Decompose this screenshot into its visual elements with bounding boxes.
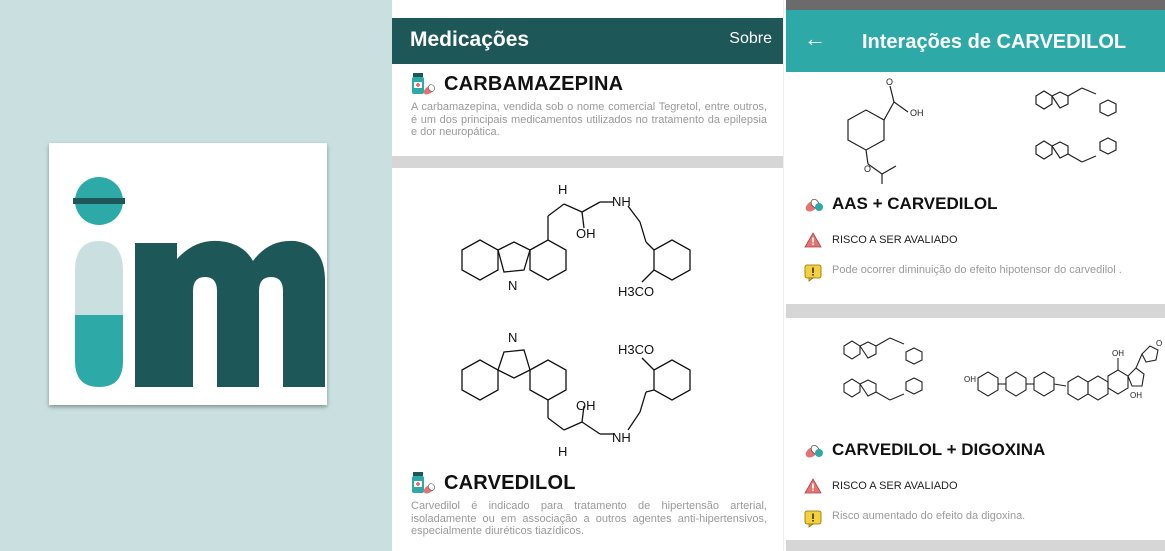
interaction-name: AAS + CARVEDILOL [832,194,998,213]
list-divider [786,540,1165,551]
structure-label-o: O [886,77,893,87]
note-icon [804,264,822,282]
aas-carvedilol-structure-image: OH O O [847,77,1117,184]
medicine-bottle-icon [412,73,435,95]
app-bar: Medicações Sobre [392,18,783,64]
warning-icon [804,478,822,494]
letter-m-shape [135,240,325,387]
arrow-left-icon[interactable]: ← [804,26,826,51]
screen-title: Interações de CARVEDILOL [862,31,1127,53]
medication-name: CARBAMAZEPINA [444,72,624,95]
medications-screen: Medicações Sobre CARBAMAZEPINA A carbama… [392,0,784,551]
interaction-note: Risco aumentado do efeito da digoxina. [832,510,1026,522]
status-bar [786,0,1165,10]
structure-label-h-bottom: H [558,444,567,459]
carvedilol-digoxina-structure-image: OH OH OH O [843,337,1162,401]
screen-title: Medicações [410,28,530,51]
structure-label-methoxy-bottom: H3CO [618,342,654,357]
note-row: Risco aumentado do efeito da digoxina. [804,510,1149,528]
structure-label-oh: OH [576,226,596,241]
structure-label-oh-bottom: OH [576,398,596,413]
medication-description: Carvedilol é indicado para tratamento de… [411,500,767,537]
interaction-item-aas-carvedilol[interactable]: AAS + CARVEDILOL [804,194,997,214]
interaction-item-carvedilol-digoxina[interactable]: CARVEDILOL + DIGOXINA [804,440,1045,460]
note-icon [804,510,822,528]
structure-label-n: N [508,278,517,293]
capsule-top [75,241,123,315]
risk-row: RISCO A SER AVALIADO [804,232,958,248]
about-button[interactable]: Sobre [729,30,772,47]
im-logo-icon [73,177,325,387]
structure-label-oh-3: OH [964,375,976,384]
capsules-icon [805,444,823,458]
risk-label: RISCO A SER AVALIADO [832,234,958,246]
structure-label-oh: OH [910,108,924,118]
medicine-bottle-icon [412,472,435,494]
carvedilol-structure-image: H NH OH H3CO N N H3CO OH NH H [461,182,691,459]
note-row: Pode ocorrer diminuição do efeito hipote… [804,264,1149,282]
structure-label-o-ester: O [864,164,871,174]
list-divider [392,156,783,168]
warning-icon [804,232,822,248]
pill-dot-line [73,198,125,204]
structure-label-n-bottom: N [508,330,517,345]
structure-label-h: H [558,182,567,197]
structure-label-o: O [1156,339,1162,348]
medication-item-carbamazepina[interactable]: CARBAMAZEPINA [410,72,623,96]
medication-description: A carbamazepina, vendida sob o nome come… [411,101,767,138]
capsules-icon [805,198,823,212]
structure-label-nh-bottom: NH [612,430,631,445]
interactions-screen: ← Interações de CARVEDILOL [786,0,1165,551]
risk-row: RISCO A SER AVALIADO [804,478,958,494]
structure-label-nh: NH [612,194,631,209]
list-divider [786,304,1165,318]
app-icon-panel [0,0,392,551]
interaction-note: Pode ocorrer diminuição do efeito hipote… [832,264,1122,276]
structure-label-oh: OH [1112,349,1124,358]
capsule-bottom [75,315,123,387]
app-icon[interactable] [49,143,327,405]
structure-label-methoxy: H3CO [618,284,654,299]
status-bar [392,0,783,18]
medication-name: CARVEDILOL [444,471,576,494]
app-bar: ← Interações de CARVEDILOL [786,10,1165,72]
interaction-name: CARVEDILOL + DIGOXINA [832,440,1046,459]
medication-item-carvedilol[interactable]: CARVEDILOL [410,471,576,495]
structure-label-oh-2: OH [1130,391,1142,400]
risk-label: RISCO A SER AVALIADO [832,480,958,492]
